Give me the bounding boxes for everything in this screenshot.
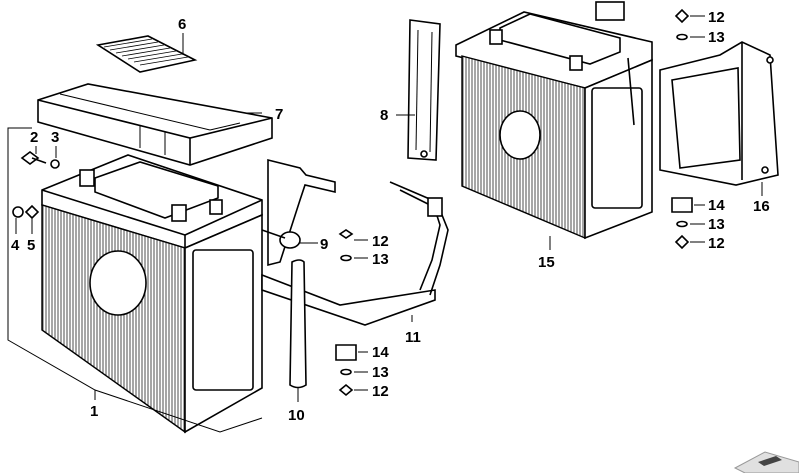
battery-part-15 xyxy=(455,11,653,240)
callout-7: 7 xyxy=(275,106,283,123)
callout-12c: 12 xyxy=(708,9,725,26)
mount-stack-left xyxy=(335,229,357,397)
callout-6: 6 xyxy=(178,16,186,33)
callout-16: 16 xyxy=(753,198,770,215)
orientation-arrow-icon xyxy=(733,451,799,473)
strap-part-8 xyxy=(407,19,441,161)
callout-15: 15 xyxy=(538,254,555,271)
callout-9: 9 xyxy=(320,236,328,253)
callout-13a: 13 xyxy=(372,251,389,268)
washer-part-3 xyxy=(50,159,60,169)
callout-13c: 13 xyxy=(708,29,725,46)
callout-5: 5 xyxy=(27,237,35,254)
bracket-part-16 xyxy=(595,1,779,186)
callout-14a: 14 xyxy=(372,344,389,361)
cover-plate-part-6 xyxy=(95,35,198,73)
vent-hose-part-10 xyxy=(289,259,307,389)
callout-10: 10 xyxy=(288,407,305,424)
washer-part-4 xyxy=(12,206,24,218)
clamp-part-9 xyxy=(261,229,301,249)
mount-stack-right-bottom xyxy=(671,197,705,250)
callout-2: 2 xyxy=(30,129,38,146)
callout-8: 8 xyxy=(380,107,388,124)
nut-part-5 xyxy=(24,204,40,220)
callout-4: 4 xyxy=(11,237,20,254)
callout-1: 1 xyxy=(90,403,98,420)
mount-stack-right-top xyxy=(674,8,705,41)
callout-13d: 13 xyxy=(708,216,725,233)
bolt-part-2 xyxy=(20,151,47,165)
battery-cover-part-7 xyxy=(37,83,273,166)
battery-part-1 xyxy=(41,154,263,434)
callout-11: 11 xyxy=(405,329,421,346)
callout-13b: 13 xyxy=(372,364,389,381)
callout-12b: 12 xyxy=(372,383,389,400)
leader-1 xyxy=(7,127,263,433)
callout-12a: 12 xyxy=(372,233,389,250)
callout-14b: 14 xyxy=(708,197,725,214)
callout-12d: 12 xyxy=(708,235,725,252)
callout-3: 3 xyxy=(51,129,59,146)
